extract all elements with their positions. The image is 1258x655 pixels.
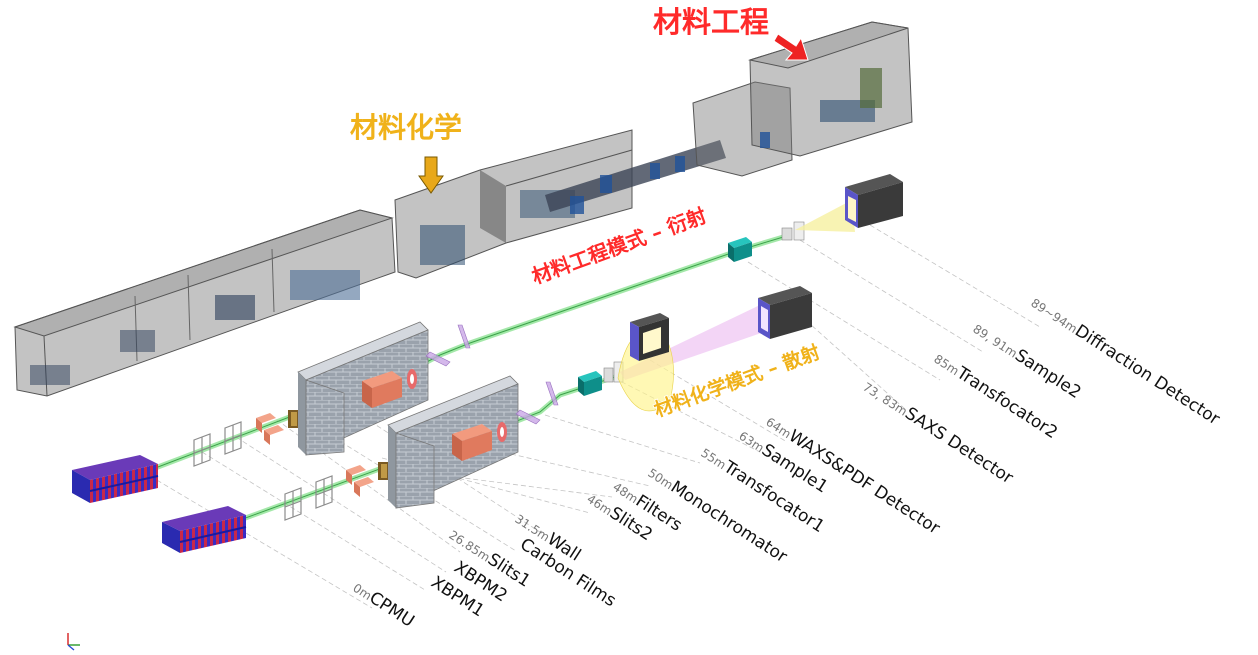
label-diffraction-detector: 89~94mDiffraction Detector bbox=[1027, 292, 1223, 429]
materials-engineering-title: 材料工程 bbox=[653, 5, 769, 39]
transfocator1 bbox=[578, 371, 602, 396]
cpmu-engineering bbox=[72, 455, 159, 503]
engineering-pointer-arrow bbox=[773, 33, 809, 61]
saxs-detector bbox=[758, 286, 812, 339]
slits1-blocks bbox=[256, 413, 374, 497]
xbpm-frames bbox=[193, 421, 333, 521]
label-cpmu: 0mCPMU bbox=[349, 577, 417, 631]
transfocator2 bbox=[728, 237, 752, 262]
sample2-stage bbox=[781, 221, 805, 241]
focusing-mirrors bbox=[425, 324, 559, 425]
monochromator-engineering bbox=[362, 369, 417, 408]
chemistry-pointer-arrow bbox=[418, 156, 444, 194]
transfer-hutch bbox=[692, 81, 793, 177]
axis-triad-icon bbox=[67, 633, 80, 651]
materials-chemistry-title: 材料化学 bbox=[350, 111, 462, 144]
facility-overview bbox=[13, 21, 913, 397]
diffraction-cone bbox=[795, 200, 855, 232]
waxs-pdf-detector bbox=[630, 313, 669, 361]
carbon-films-blocks bbox=[288, 410, 390, 480]
diffraction-detector bbox=[845, 174, 903, 228]
cpmu-chemistry bbox=[162, 506, 247, 553]
monochromator-chemistry bbox=[452, 422, 507, 461]
